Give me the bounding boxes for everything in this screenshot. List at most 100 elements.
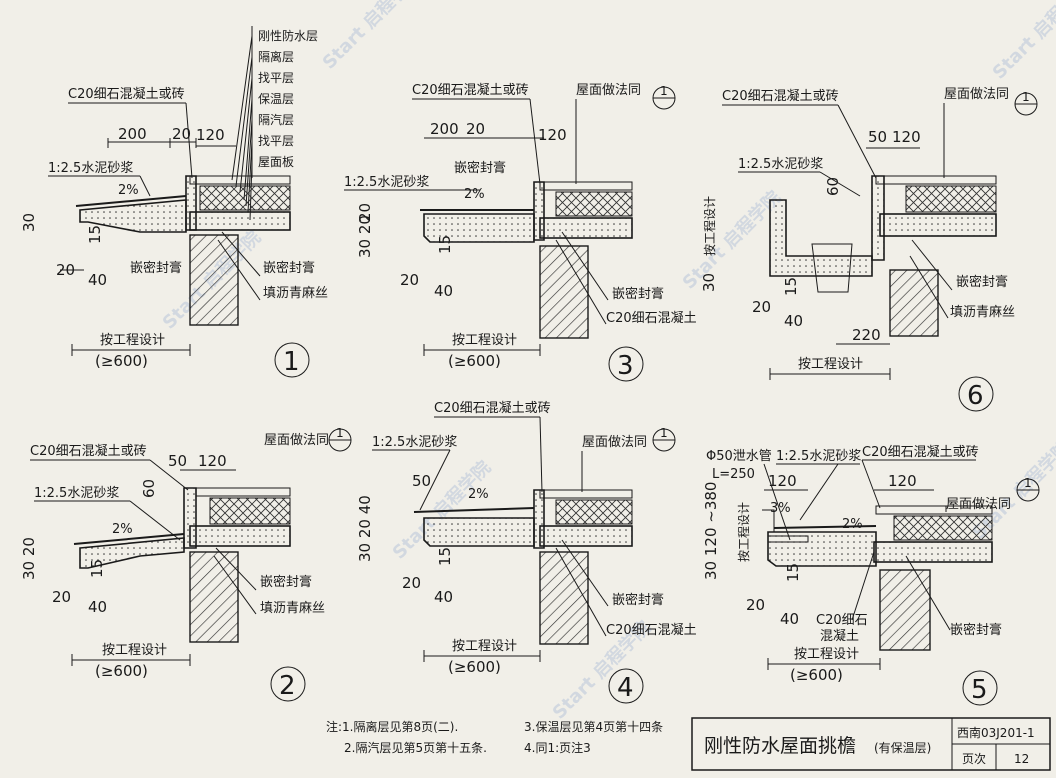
min-600-label: (≥600) (448, 658, 501, 676)
callout-roof-same: 屋面做法同 (944, 87, 1009, 102)
title-block: 刚性防水屋面挑檐 (有保温层) 西南03J201-1 页次 12 (691, 717, 1051, 771)
dim-15: 15 (782, 277, 800, 296)
callout-sealant: 嵌密封膏 (260, 574, 312, 590)
detail-marker (958, 376, 994, 412)
roof-slab (879, 213, 997, 237)
brick-wall (539, 245, 589, 339)
dim-30: 30 (20, 213, 38, 232)
detail-2: 屋面做法同 1 50 120 60 C20细石混凝土或砖 1:2.5水泥砂浆 2… (20, 426, 352, 702)
insulation-layer (555, 191, 633, 217)
callout-pipe-length: L=250 (712, 467, 755, 482)
dim-120: 120 (196, 126, 225, 144)
dim-200: 200 (430, 120, 459, 138)
callout-mortar: 1:2.5水泥砂浆 (738, 157, 823, 172)
dim-40: 40 (784, 312, 803, 330)
dim-50: 50 (868, 128, 887, 146)
callout-c20-brick: C20细石混凝土或砖 (862, 444, 979, 460)
dim-120: 120 (768, 472, 797, 490)
callout-mortar: 1:2.5水泥砂浆 (372, 435, 457, 450)
callout-mortar: 1:2.5水泥砂浆 (776, 449, 861, 464)
dim-20: 20 (752, 298, 771, 316)
callout-sealant: 嵌密封膏 (130, 260, 182, 276)
dim-30-120-380: 30 120 ~380 (702, 482, 720, 580)
callout-roof-same: 屋面做法同 (576, 83, 641, 98)
page-number: 12 (1014, 752, 1029, 766)
layer-label: 屋面板 (258, 155, 294, 169)
detail-marker (608, 668, 644, 704)
by-design-label: 按工程设计 (100, 333, 165, 348)
callout-sealant-b: 嵌密封膏 (263, 260, 315, 276)
roof-slab (873, 541, 993, 563)
by-design-label: 按工程设计 (798, 357, 863, 372)
callout-c20-brick: C20细石混凝土或砖 (30, 443, 147, 459)
layer-label: 隔汽层 (258, 112, 294, 127)
by-design-label: 按工程设计 (452, 639, 517, 654)
detail-5: Φ50泄水管 L=250 C20细石混凝土或砖 1:2.5水泥砂浆 屋面做法同 … (702, 444, 1040, 706)
cantilever-slab (423, 213, 535, 243)
dim-50: 50 (412, 472, 431, 490)
roof-slab (189, 211, 291, 231)
by-design-vertical: 按工程设计 (702, 196, 717, 256)
detail-4: C20细石混凝土或砖 屋面做法同 1 1:2.5水泥砂浆 50 2% 30 20… (356, 400, 697, 704)
dim-20: 20 (402, 574, 421, 592)
atlas-number: 西南03J201-1 (957, 725, 1035, 740)
callout-sealant: 嵌密封膏 (950, 622, 1002, 638)
detail-marker (270, 666, 306, 702)
brick-wall (189, 234, 239, 326)
watermark: Start 启程学院 (678, 186, 785, 293)
callout-roof-same: 屋面做法同 (582, 435, 647, 450)
dim-60: 60 (824, 177, 842, 196)
ref-number: 1 (660, 426, 668, 440)
cantilever-slab (79, 199, 187, 233)
min-600-label: (≥600) (448, 352, 501, 370)
detail-number: 4 (617, 673, 634, 703)
watermark: Start 启程学院 (318, 0, 425, 74)
min-600-label: (≥600) (95, 662, 148, 680)
dim-15: 15 (88, 559, 106, 578)
callout-roof-same: 屋面做法同 (264, 433, 329, 448)
dim-20: 20 (172, 125, 191, 143)
detail-3: C20细石混凝土或砖 屋面做法同 1 200 20 120 嵌密封膏 1:2.5… (344, 82, 697, 382)
dim-40: 40 (88, 271, 107, 289)
page-label: 页次 (962, 752, 986, 766)
by-design-label: 按工程设计 (452, 333, 517, 348)
detail-marker (608, 346, 644, 382)
insulation-layer (209, 497, 291, 525)
min-600-label: (≥600) (790, 666, 843, 684)
dim-15: 15 (784, 563, 802, 582)
insulation-layer (893, 515, 993, 541)
drain-outlet (811, 243, 853, 293)
callout-c20-brick: C20细石混凝土或砖 (722, 88, 839, 104)
callout-asphalt-hemp: 填沥青麻丝 (950, 305, 1015, 320)
callout-asphalt-hemp: 填沥青麻丝 (260, 601, 325, 616)
brick-wall (539, 551, 589, 645)
callout-sealant: 嵌密封膏 (612, 286, 664, 302)
by-design-vertical: 按工程设计 (736, 502, 751, 562)
detail-1: 刚性防水层 隔离层 找平层 保温层 隔汽层 找平层 屋面板 200 20 120… (20, 26, 328, 378)
callout-concrete: 混凝土 (820, 628, 859, 644)
by-design-label: 按工程设计 (102, 643, 167, 658)
callout-sealant: 嵌密封膏 (612, 592, 664, 608)
ref-number: 1 (1024, 476, 1032, 490)
slope-label: 2% (118, 183, 139, 198)
callout-c20-concrete: C20细石混凝土 (606, 310, 697, 326)
callout-c20-fine: C20细石 (816, 613, 868, 628)
dim-20: 20 (52, 588, 71, 606)
callout-c20-brick: C20细石混凝土或砖 (412, 82, 529, 98)
callout-sealant: 嵌密封膏 (956, 274, 1008, 290)
layer-label: 刚性防水层 (258, 28, 318, 43)
callout-sealant: 嵌密封膏 (454, 160, 506, 176)
detail-number: 3 (617, 351, 634, 381)
insulation-layer (905, 185, 997, 213)
by-design-label: 按工程设计 (794, 647, 859, 662)
callout-c20-concrete: C20细石混凝土 (606, 622, 697, 638)
dim-20: 20 (56, 261, 75, 279)
min-600-label: (≥600) (95, 352, 148, 370)
dim-20: 20 (400, 271, 419, 289)
callout-mortar: 1:2.5水泥砂浆 (34, 486, 119, 501)
slope-3-label: 3% (770, 501, 791, 516)
callout-mortar: 1:2.5水泥砂浆 (48, 161, 133, 176)
drawing-title: 刚性防水屋面挑檐 (704, 735, 856, 757)
cantilever-slab (767, 531, 877, 567)
